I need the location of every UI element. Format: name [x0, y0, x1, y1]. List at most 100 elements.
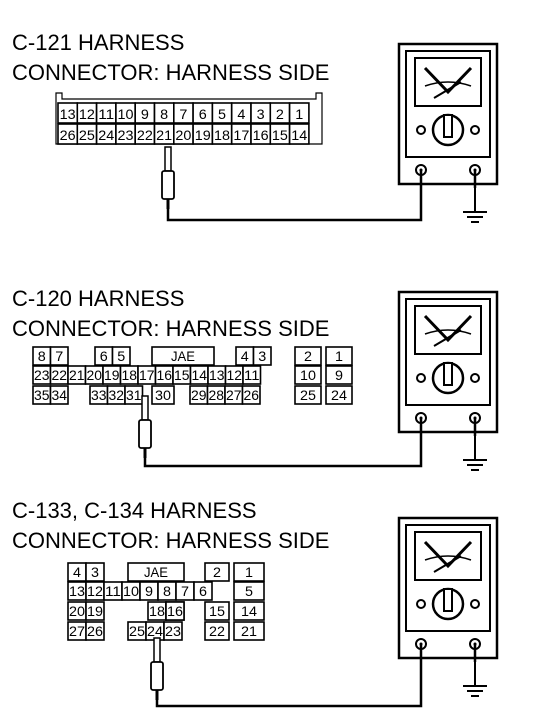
c133-pin-label: 9 [145, 583, 153, 599]
c121-pin-label: 26 [60, 127, 76, 143]
c133-pin-label: 20 [69, 603, 85, 619]
c133-pin-label: 3 [91, 564, 99, 580]
c133-pin-label: 4 [73, 564, 81, 580]
c120-pin-label: 7 [55, 348, 63, 364]
c120-pin-label: 34 [52, 387, 68, 403]
c120-pin-label: 35 [34, 387, 50, 403]
c133-pin-label: 21 [241, 623, 257, 639]
c120-pin-label: 25 [300, 387, 316, 403]
c133-c134-subtitle: CONNECTOR: HARNESS SIDE [12, 528, 330, 553]
c121-pin-label: 24 [98, 127, 114, 143]
c120-cavity [124, 385, 144, 405]
c120-pin-label: 33 [91, 387, 107, 403]
c120-pin-label: 20 [87, 367, 103, 383]
c120-cavity [241, 385, 261, 405]
c133-pin-label: 10 [123, 583, 139, 599]
c121-pin-label: 6 [199, 106, 207, 122]
c121-pin-label: 18 [214, 127, 230, 143]
c133-pin-label: 13 [69, 583, 85, 599]
c133-cavity [233, 581, 265, 601]
c133-cavity [85, 562, 105, 582]
c120-cavity [325, 385, 353, 405]
c133-pin-label: 15 [209, 603, 225, 619]
c120-pin-label: 19 [104, 367, 120, 383]
c120-lock-pin-label: JAE [171, 348, 195, 364]
test-lead-wire [155, 644, 423, 708]
c121-pin-label: 9 [141, 106, 149, 122]
c120-pin-label: 22 [52, 367, 68, 383]
c133-pin-label: 11 [105, 583, 121, 599]
c133-pin-label: 16 [167, 603, 183, 619]
c120-cavity [294, 385, 322, 405]
c121-pin-label: 19 [195, 127, 211, 143]
c120-pin-label: 29 [191, 387, 207, 403]
c121-pin-label: 17 [233, 127, 249, 143]
c120-pin-label: 1 [335, 348, 343, 364]
c133-cavity [204, 601, 230, 621]
probe-icon [137, 394, 153, 460]
c133-cavity [233, 601, 265, 621]
c133-pin-label: 1 [245, 564, 253, 580]
c133-pin-label: 6 [199, 583, 207, 599]
c133-pin-label: 24 [147, 623, 163, 639]
c120-pin-label: 16 [157, 367, 173, 383]
c120-cavity [151, 385, 175, 405]
c133-pin-label: 12 [87, 583, 103, 599]
c121-pin-label: 22 [137, 127, 153, 143]
c121-pin-label: 5 [218, 106, 226, 122]
c133-cavity [85, 601, 105, 621]
c133-pin-label: 8 [163, 583, 171, 599]
c120-pin-label: 11 [244, 367, 260, 383]
probe-icon [149, 636, 165, 702]
c121-cavity [288, 123, 310, 145]
c120-cavity [294, 346, 322, 366]
c133-pin-label: 22 [209, 623, 225, 639]
c120-pin-label: 8 [38, 348, 46, 364]
c120-pin-label: 21 [69, 367, 85, 383]
c121-pin-label: 16 [253, 127, 269, 143]
c120-pin-label: 14 [192, 367, 208, 383]
c133-pin-label: 5 [245, 583, 253, 599]
c120-cavity [252, 346, 272, 366]
c120-subtitle: CONNECTOR: HARNESS SIDE [12, 316, 330, 341]
c120-pin-label: 12 [227, 367, 243, 383]
c120-pin-label: 2 [304, 348, 312, 364]
c133-cavity [85, 621, 105, 641]
c120-pin-label: 10 [300, 367, 316, 383]
c133-c134-connector: 43JAE21131211109876520191817151614272625… [67, 562, 265, 641]
c133-pin-label: 18 [149, 603, 165, 619]
c120-pin-label: 31 [126, 387, 142, 403]
c133-pin-label: 19 [87, 603, 103, 619]
c133-pin-label: 26 [87, 623, 103, 639]
c120-pin-label: 18 [122, 367, 138, 383]
ground-icon [462, 435, 488, 471]
c120-pin-label: 3 [258, 348, 266, 364]
c121-pin-label: 8 [160, 106, 168, 122]
c120-cavity [49, 385, 69, 405]
c121-pin-label: 1 [295, 106, 303, 122]
c133-lock-pin-label: JAE [144, 564, 168, 580]
c121-title: C-121 HARNESS [12, 30, 185, 55]
c120-lock-cavity [151, 346, 215, 366]
c121-pin-label: 23 [118, 127, 134, 143]
c133-cavity [204, 621, 230, 641]
c133-pin-label: 25 [129, 623, 145, 639]
c121-pin-label: 14 [291, 127, 307, 143]
c121-cavity [288, 102, 310, 124]
c120-pin-label: 9 [335, 367, 343, 383]
c133-cavity [193, 581, 213, 601]
c121-pin-label: 21 [156, 127, 172, 143]
c120-pin-label: 24 [331, 387, 347, 403]
c120-cavity [111, 346, 131, 366]
c121-pin-label: 15 [272, 127, 288, 143]
c133-pin-label: 7 [181, 583, 189, 599]
c120-pin-label: 26 [244, 387, 260, 403]
multimeter-icon [397, 42, 499, 186]
c121-pin-label: 25 [79, 127, 95, 143]
c133-cavity [163, 621, 183, 641]
c120-pin-label: 5 [117, 348, 125, 364]
c121-pin-label: 13 [60, 106, 76, 122]
